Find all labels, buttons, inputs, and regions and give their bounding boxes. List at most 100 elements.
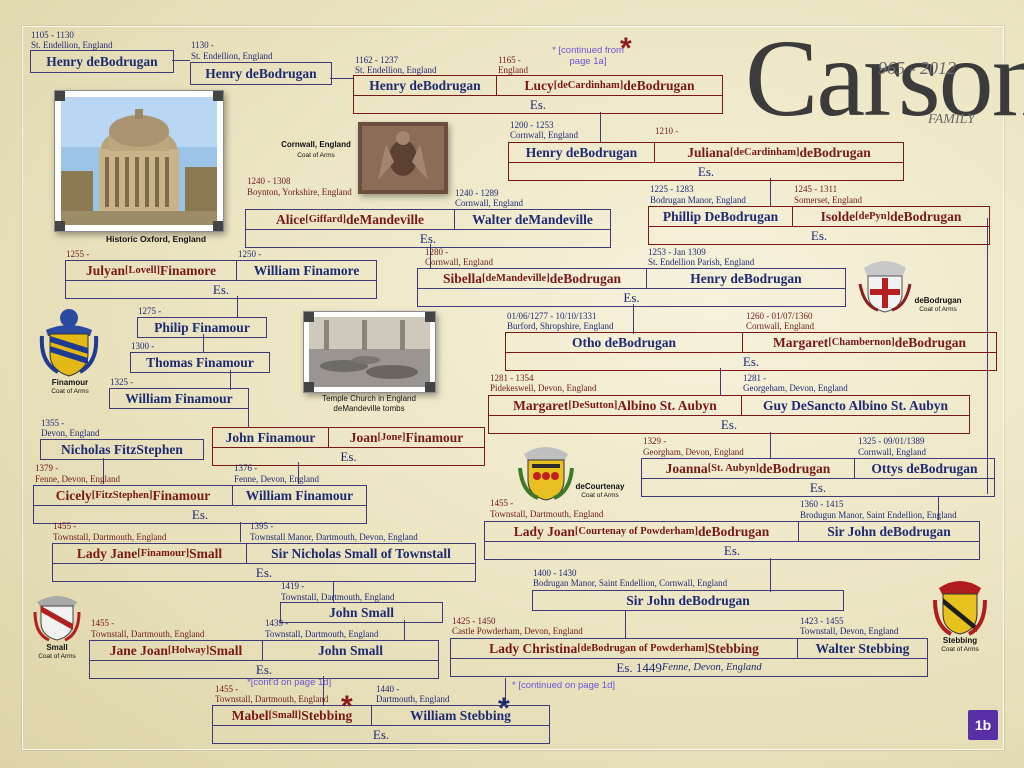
connector	[298, 462, 299, 484]
o1w-dates: 1260 - 01/07/1360	[746, 311, 813, 321]
cornwall-arms-carving	[358, 122, 448, 194]
couple-box[interactable]: Henry deBodrugan Lucy [deCardinham] deBo…	[353, 75, 723, 114]
couple-box[interactable]: John Finamour Joan [Jone] Finamour Es.	[212, 427, 485, 466]
asterisk-icon: *	[498, 692, 510, 725]
person-name: Henry deBodrugan	[46, 53, 158, 69]
a1-place: Boynton, Yorkshire, England	[247, 187, 352, 197]
couple-box[interactable]: Alice [Giffard] deMandeville Walter deMa…	[245, 209, 611, 248]
couple-box[interactable]: Margaret [DeSutton] Albino St. Aubyn Guy…	[488, 395, 970, 434]
lch-dates: 1423 - 1455	[800, 616, 844, 626]
oxford-caption: Historic Oxford, England	[105, 234, 207, 244]
couple-box[interactable]: Mabel [Small] Stebbing William Stebbing …	[212, 705, 550, 744]
person-box[interactable]: Sir John deBodrugan	[532, 590, 844, 611]
photo-corner-icon	[213, 221, 223, 231]
couple-box[interactable]: Otho deBodrugan Margaret [Chambernon] de…	[505, 332, 997, 371]
a1-dates: 1240 - 1308	[247, 176, 291, 186]
continued-on-note: * [continued on page 1d]	[512, 680, 616, 691]
wife-name: Isolde [dePyn] deBodrugan	[820, 208, 962, 224]
person-box[interactable]: Henry deBodrugan	[30, 50, 174, 73]
wife-name: Cicely [FitzStephen] Finamour	[34, 486, 233, 505]
es-label: Es.	[489, 415, 969, 433]
p1-dates: 1105 - 1130	[31, 30, 74, 40]
couple-box[interactable]: Julyan [Lovell] Finamore William Finamor…	[65, 260, 377, 299]
connector	[172, 60, 190, 61]
connector	[333, 582, 334, 602]
person-box[interactable]: Nicholas FitzStephen	[40, 439, 204, 460]
js-place: Townstall, Dartmouth, England	[281, 592, 395, 602]
couple-box[interactable]: Sibella [deMandeville] deBodrugan Henry …	[417, 268, 846, 307]
sj-dates: 1400 - 1430	[533, 568, 577, 578]
person-name: Thomas Finamour	[146, 354, 254, 370]
cornwall-caption-sub: Coat of Arms	[297, 152, 335, 159]
couple-box[interactable]: Lady Joan [Courtenay of Powderham] deBod…	[484, 521, 980, 560]
s1-dates: 1280 -	[425, 247, 449, 257]
connector	[938, 496, 939, 520]
j1h-dates: 1325 - 09/01/1389	[858, 436, 925, 446]
page-number-badge: 1b	[968, 710, 998, 740]
a1h-place: Cornwall, England	[455, 198, 523, 208]
husband-name: Walter Stebbing	[815, 640, 910, 656]
wife-name: Margaret [Chambernon] deBodrugan	[772, 334, 967, 350]
temple-tombs-image	[304, 312, 435, 392]
person-name: Nicholas FitzStephen	[61, 441, 183, 457]
es-label: Es.	[649, 226, 989, 244]
husband-name: Walter deMandeville	[472, 211, 593, 227]
continued-from-note: * [continued from page 1a]	[552, 45, 624, 67]
ls-dates: 1455 -	[53, 521, 77, 531]
s1-place: Cornwall, England	[425, 257, 493, 267]
couple-box[interactable]: Lady Jane [Finamour] Small Sir Nicholas …	[52, 543, 476, 582]
couple-box[interactable]: Phillip DeBodrugan Isolde [dePyn] deBodr…	[648, 206, 990, 245]
connector	[103, 458, 104, 484]
jjh-dates: 1439 -	[265, 618, 289, 628]
a1h-dates: 1240 - 1289	[455, 188, 499, 198]
wife-name: Joan [Jone] Finamour	[349, 429, 464, 445]
husband-name: John Small	[318, 642, 383, 658]
wife-name: Jane Joan [Holway] Small	[90, 641, 263, 660]
person-box[interactable]: Henry deBodrugan	[190, 62, 332, 85]
jjh-place: Townstall, Dartmouth, England	[265, 629, 379, 639]
j1-dates: 1329 -	[643, 436, 667, 446]
p3w-place: England	[498, 65, 528, 75]
person-box[interactable]: John Small	[280, 602, 443, 623]
m1h-dates: 1281 -	[743, 373, 767, 383]
connector	[404, 620, 405, 640]
person-box[interactable]: Philip Finamour	[137, 317, 267, 338]
s1h-place: St. Endellion Parish, England	[648, 257, 755, 267]
ms-dates: 1455 -	[215, 684, 239, 694]
o1w-place: Cornwall, England	[746, 321, 814, 331]
connector	[323, 676, 324, 706]
o1-place: Burford, Shropshire, England	[507, 321, 614, 331]
j1-place: Georgham, Devon, England	[643, 447, 744, 457]
nf-place: Devon, England	[41, 428, 100, 438]
couple-box[interactable]: Joanna [St. Aubyn] deBodrugan Ottys deBo…	[641, 458, 995, 497]
ls-place: Townstall, Dartmouth, England	[53, 532, 167, 542]
small-coat-of-arms-icon	[33, 596, 81, 642]
cfh-place: Fenne, Devon, England	[234, 474, 319, 484]
couple-box[interactable]: Henry deBodrugan Juliana [deCardinham] d…	[508, 142, 904, 181]
couple-box[interactable]: Cicely [FitzStephen] Finamour William Fi…	[33, 485, 367, 524]
person-box[interactable]: Thomas Finamour	[130, 352, 270, 373]
couple-box[interactable]: Lady Christina [deBodrugan of Powderham]…	[450, 638, 928, 677]
es-label: Es. 1449 Fenne, Devon, England	[451, 658, 927, 676]
connector	[770, 558, 771, 592]
lsh-place: Townstall Manor, Dartmouth, Devon, Engla…	[250, 532, 418, 542]
es-label: Es.	[90, 660, 438, 678]
asterisk-icon: *	[341, 690, 353, 723]
page-frame	[22, 26, 1004, 750]
connector	[237, 296, 238, 318]
photo-corner-icon	[425, 312, 435, 322]
husband-name: William Finamour	[245, 487, 354, 503]
m1-place: Pidekeswell, Devon, England	[490, 383, 597, 393]
nf-dates: 1355 -	[41, 418, 65, 428]
family-subtitle: FAMILY	[928, 112, 975, 127]
temple-caption: Temple Church in England deMandeville to…	[322, 394, 416, 413]
couple-box[interactable]: Jane Joan [Holway] Small John Small Es.	[89, 640, 439, 679]
es-label: Es.	[213, 725, 549, 743]
lc-dates: 1425 - 1450	[452, 616, 496, 626]
lsh-dates: 1395 -	[250, 521, 274, 531]
tf-dates: 1300 -	[131, 341, 155, 351]
husband-name: Phillip DeBodrugan	[649, 207, 793, 226]
person-box[interactable]: William Finamour	[109, 388, 249, 409]
es-label: Es.	[53, 563, 475, 581]
connector	[625, 610, 626, 638]
